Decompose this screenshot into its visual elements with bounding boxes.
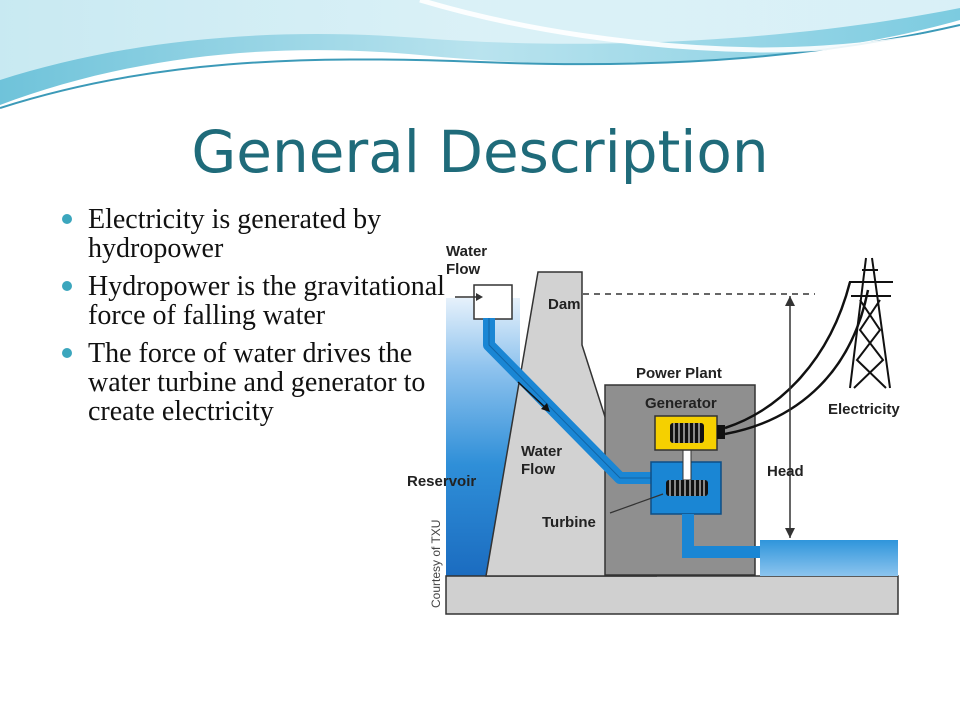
generator-connector	[717, 425, 725, 439]
generator-rotor-icon	[670, 423, 704, 443]
generator-housing	[654, 415, 718, 451]
bullet-dot-icon	[62, 214, 72, 224]
turbine-leader-line	[609, 493, 664, 514]
tailwater	[760, 540, 898, 576]
power-line	[724, 281, 852, 430]
header-wave-decoration	[0, 0, 960, 120]
penstock-flow-arrow-icon	[517, 381, 549, 411]
label-turbine: Turbine	[542, 514, 596, 531]
bullet-dot-icon	[62, 281, 72, 291]
label-reservoir: Reservoir	[407, 473, 476, 490]
label-dam: Dam	[548, 296, 581, 313]
bullet-item: The force of water drives the water turb…	[62, 339, 447, 426]
credit-text: Courtesy of TXU	[429, 520, 443, 608]
slide-title: General Description	[191, 118, 769, 186]
bullet-text: Hydropower is the gravitational force of…	[88, 271, 445, 331]
label-head: Head	[767, 463, 804, 480]
label-electricity: Electricity	[828, 401, 900, 418]
bullet-text: The force of water drives the water turb…	[88, 338, 426, 427]
bullet-dot-icon	[62, 348, 72, 358]
bullet-list: Electricity is generated by hydropower H…	[62, 205, 447, 435]
transmission-tower-icon	[849, 257, 893, 389]
draft-tube	[682, 514, 760, 558]
label-generator: Generator	[645, 395, 717, 412]
bullet-text: Electricity is generated by hydropower	[88, 204, 382, 264]
turbine-runner-icon	[666, 480, 708, 496]
label-power-plant: Power Plant	[636, 365, 722, 382]
bullet-item: Hydropower is the gravitational force of…	[62, 272, 447, 330]
bullet-item: Electricity is generated by hydropower	[62, 205, 447, 263]
intake-gate	[473, 284, 513, 320]
ground-base	[445, 575, 899, 615]
